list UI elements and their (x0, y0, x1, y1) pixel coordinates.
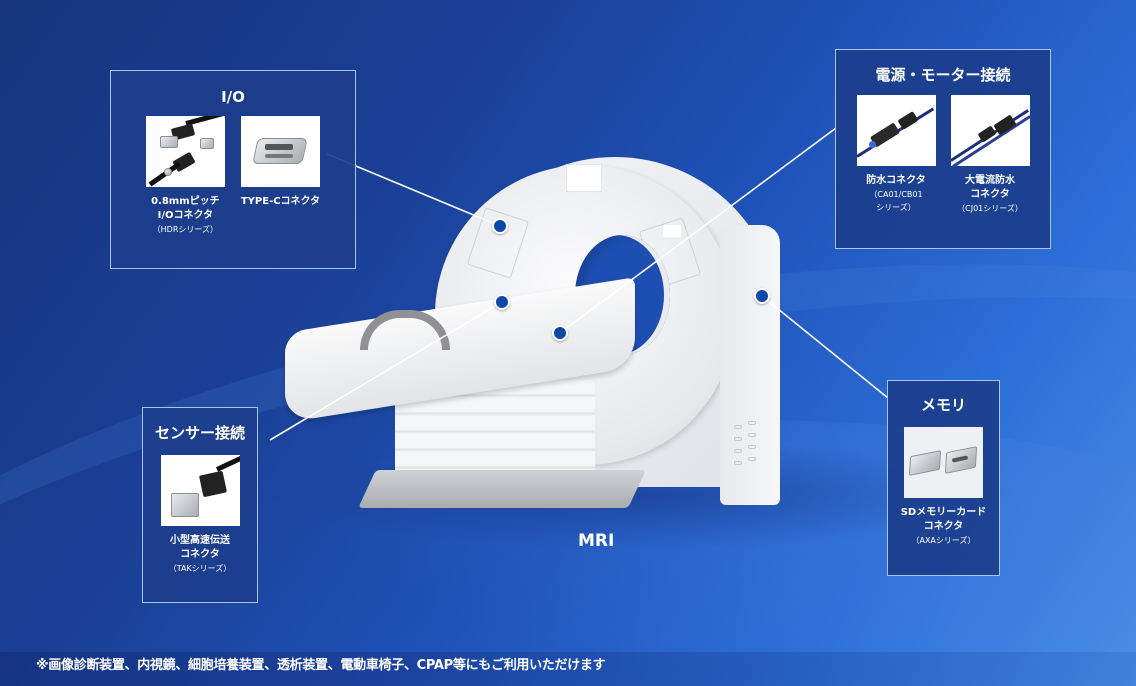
hotspot-sensor[interactable] (494, 294, 510, 310)
leader-line-sensor (269, 301, 503, 441)
bottom-band (0, 652, 1136, 686)
callout-power-title: 電源・モーター接続 (875, 66, 1011, 84)
leader-line-memory (761, 295, 889, 399)
footnote: ※画像診断装置、内視鏡、細胞培養装置、透析装置、電動車椅子、CPAP等にもご利用… (36, 658, 606, 673)
callout-sensor: センサー接続 小型高速伝送 コネクタ （TAKシリーズ） (142, 407, 258, 603)
gantry-side-cover (720, 225, 780, 505)
hotspot-memory[interactable] (754, 288, 770, 304)
waterproof-connector-image (856, 95, 936, 166)
sd-card-connector-image (903, 427, 983, 498)
callout-power-motor: 電源・モーター接続 防水コネクタ （CA01/CB01 シリーズ） 大電流防水 … (835, 49, 1051, 249)
high-current-waterproof-connector-image (950, 95, 1030, 166)
gantry-display (567, 165, 601, 191)
product-name: 防水コネクタ (866, 175, 926, 186)
product-name: SDメモリーカード コネクタ (900, 507, 987, 532)
product-waterproof-connector[interactable]: 防水コネクタ （CA01/CB01 シリーズ） (856, 95, 936, 215)
callout-io: I/O 0.8mmピッチ I/Oコネクタ （HDRシリーズ） TYPE-Cコネク… (110, 70, 356, 269)
callout-sensor-title: センサー接続 (154, 424, 245, 442)
hdr-io-connector-image (145, 116, 225, 187)
product-name: 大電流防水 コネクタ (965, 175, 1015, 200)
product-high-speed-connector[interactable]: 小型高速伝送 コネクタ （TAKシリーズ） (160, 455, 240, 575)
callout-memory: メモリ SDメモリーカード コネクタ （AXAシリーズ） (887, 380, 1000, 576)
gantry-side-display (663, 225, 681, 237)
product-series: （TAKシリーズ） (168, 564, 232, 573)
high-speed-connector-image (160, 455, 240, 526)
product-hdr-io-connector[interactable]: 0.8mmピッチ I/Oコネクタ （HDRシリーズ） (145, 116, 225, 236)
product-high-current-waterproof-connector[interactable]: 大電流防水 コネクタ （CJ01シリーズ） (950, 95, 1030, 215)
product-series: （CA01/CB01 シリーズ） (869, 190, 923, 212)
mri-label: MRI (578, 531, 615, 551)
product-series: （CJ01シリーズ） (957, 204, 1023, 213)
hotspot-power[interactable] (552, 325, 568, 341)
hotspot-io[interactable] (492, 218, 508, 234)
product-type-c-connector[interactable]: TYPE-Cコネクタ (241, 116, 320, 236)
product-name: TYPE-Cコネクタ (240, 196, 321, 207)
product-name: 0.8mmピッチ I/Oコネクタ (151, 196, 220, 221)
product-series: （HDRシリーズ） (152, 225, 219, 234)
callout-memory-title: メモリ (920, 396, 966, 414)
product-name: 小型高速伝送 コネクタ (170, 535, 230, 560)
product-series: （AXAシリーズ） (911, 536, 976, 545)
leader-line-power (559, 127, 837, 334)
type-c-connector-image (241, 116, 320, 187)
product-sd-card-connector[interactable]: SDメモリーカード コネクタ （AXAシリーズ） (900, 427, 987, 547)
callout-io-title: I/O (221, 88, 245, 106)
